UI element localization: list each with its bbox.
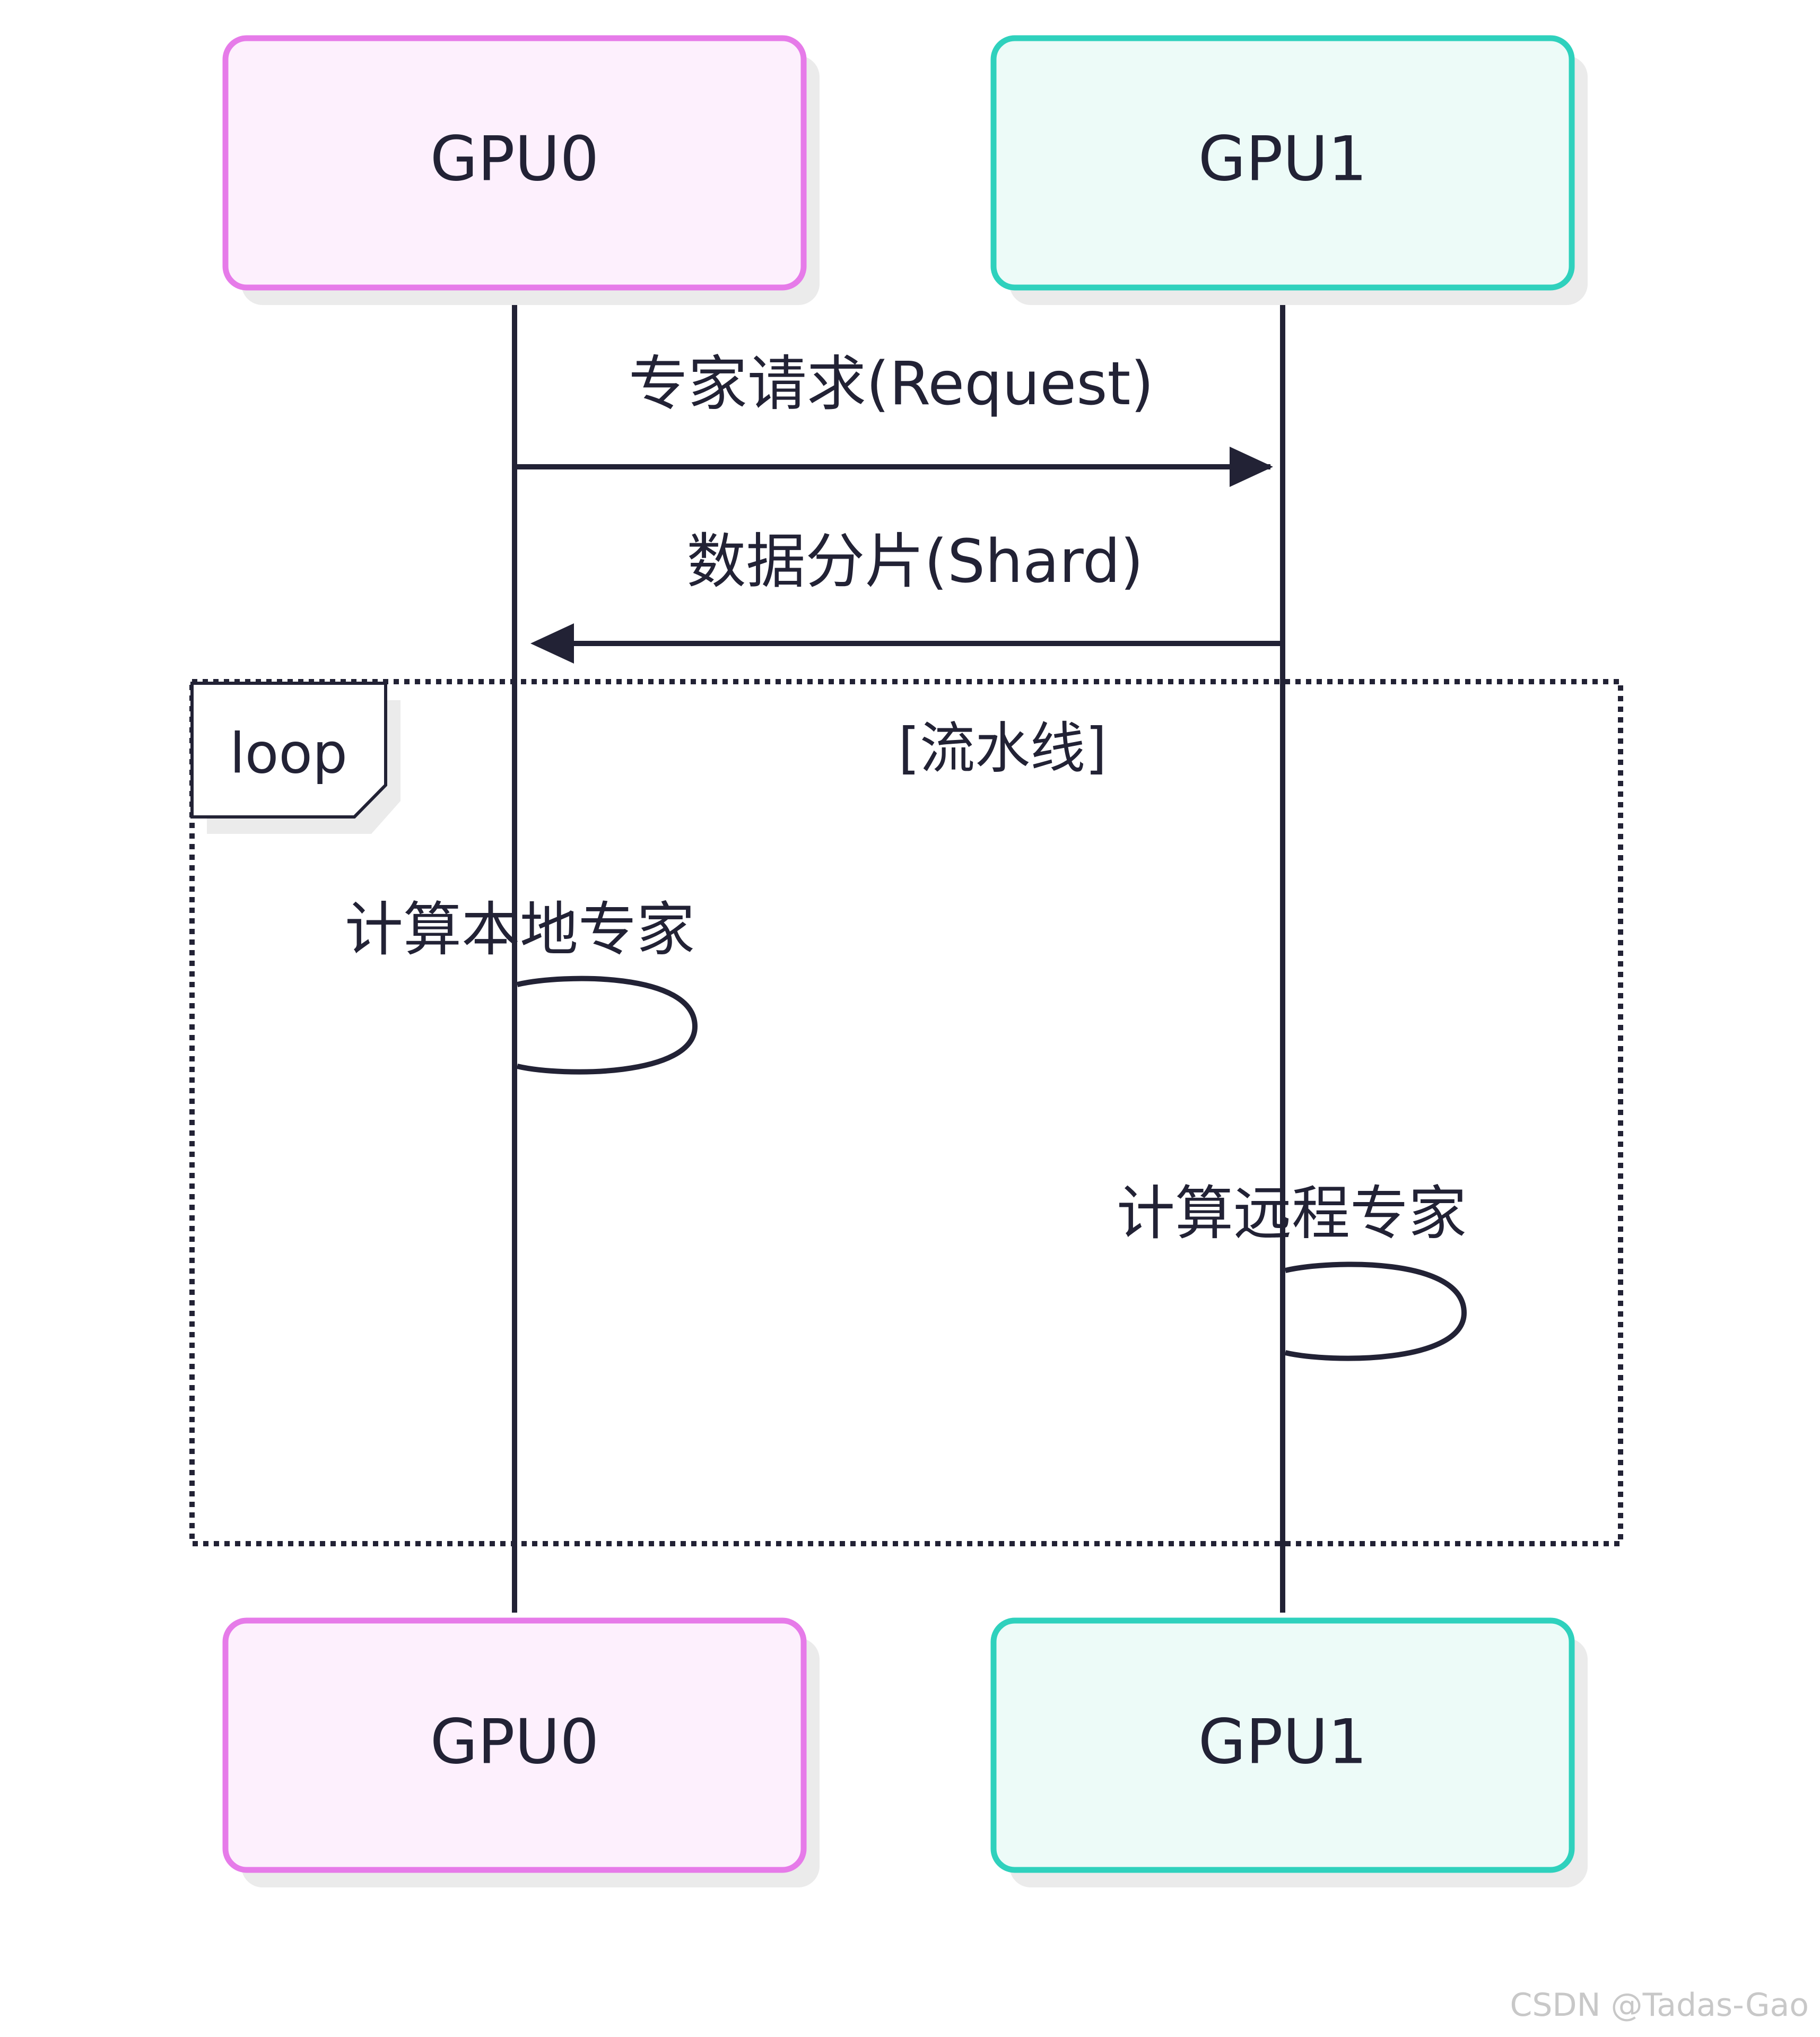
gpu0-bottom-label: GPU0 — [430, 1707, 599, 1778]
gpu1-bottom-box: GPU1 — [990, 1617, 1588, 1887]
gpu1-top-box: GPU1 — [990, 35, 1588, 305]
gpu1-bottom-label: GPU1 — [1198, 1707, 1368, 1778]
remote-expert-label: 计算远程专家 — [1117, 1179, 1467, 1247]
gpu0-bottom-box: GPU0 — [222, 1617, 820, 1887]
watermark: CSDN @Tadas-Gao — [1510, 1987, 1809, 2024]
loop-tab: loop — [190, 682, 400, 834]
loop-keyword: loop — [230, 721, 347, 786]
gpu0-top-box: GPU0 — [222, 35, 820, 305]
gpu1-top-label: GPU1 — [1198, 124, 1368, 195]
request-message-label: 专家请求(Request) — [629, 350, 1154, 419]
shard-message-label: 数据分片(Shard) — [686, 527, 1143, 596]
request-arrowhead — [1230, 447, 1273, 487]
loop-frame — [189, 679, 1623, 1546]
loop-condition: [流水线] — [898, 716, 1107, 780]
local-expert-label: 计算本地专家 — [345, 895, 695, 963]
gpu0-top-label: GPU0 — [430, 124, 599, 195]
local-expert-self-arrow — [516, 976, 698, 1075]
shard-arrowhead — [530, 623, 574, 664]
remote-expert-self-arrow — [1284, 1261, 1467, 1361]
